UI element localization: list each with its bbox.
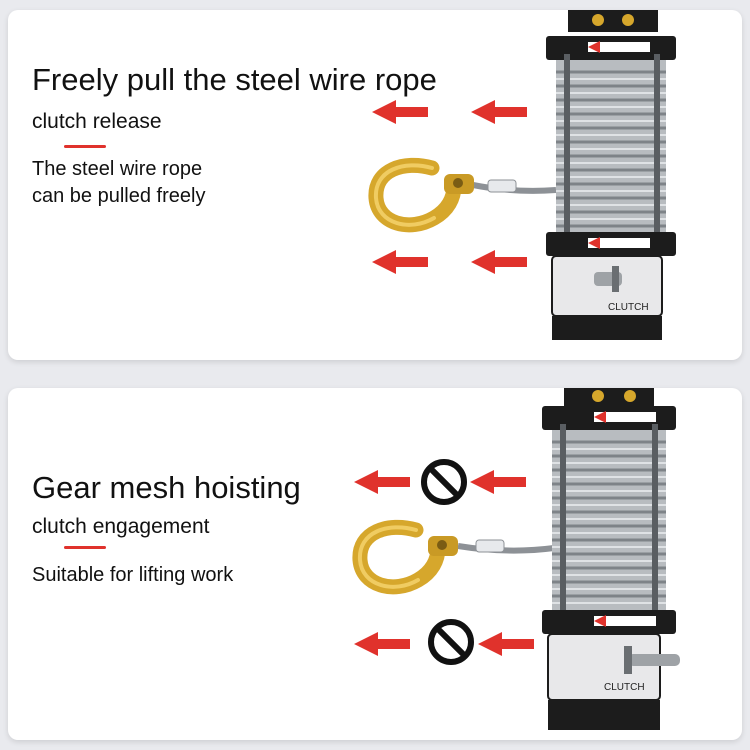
clutch-release-panel: Freely pull the steel wire rope clutch r… [8,10,742,360]
winch-illustration: CLUTCH [368,10,676,340]
clutch-label: CLUTCH [608,302,649,313]
panel-subtitle: clutch release [32,110,162,133]
panel-subtitle: clutch engagement [32,515,210,538]
arrow-left-icon [471,250,527,274]
panel-description: Suitable for lifting work [32,564,234,586]
arrow-left-icon [470,470,526,494]
subtitle-underline [64,546,106,549]
winch-drum: CLUTCH [542,388,680,730]
winch-illustration: CLUTCH [352,388,680,730]
panel-title: Freely pull the steel wire rope [32,62,437,97]
prohibited-icon [421,459,467,505]
arrow-left-icon [471,100,527,124]
arrow-left-icon [354,632,410,656]
prohibited-icon [428,619,474,665]
subtitle-underline [64,145,106,148]
arrow-left-icon [354,470,410,494]
winch-drum: CLUTCH [546,10,676,340]
panel-title: Gear mesh hoisting [32,470,301,505]
clutch-engagement-panel: Gear mesh hoisting clutch engagement Sui… [8,388,742,740]
arrow-left-icon [372,100,428,124]
arrow-left-icon [478,632,534,656]
arrow-left-icon [372,250,428,274]
hook-icon [352,519,458,595]
panel-description: The steel wire rope can be pulled freely [32,158,206,207]
hook-icon [368,157,474,233]
clutch-label: CLUTCH [604,682,645,693]
